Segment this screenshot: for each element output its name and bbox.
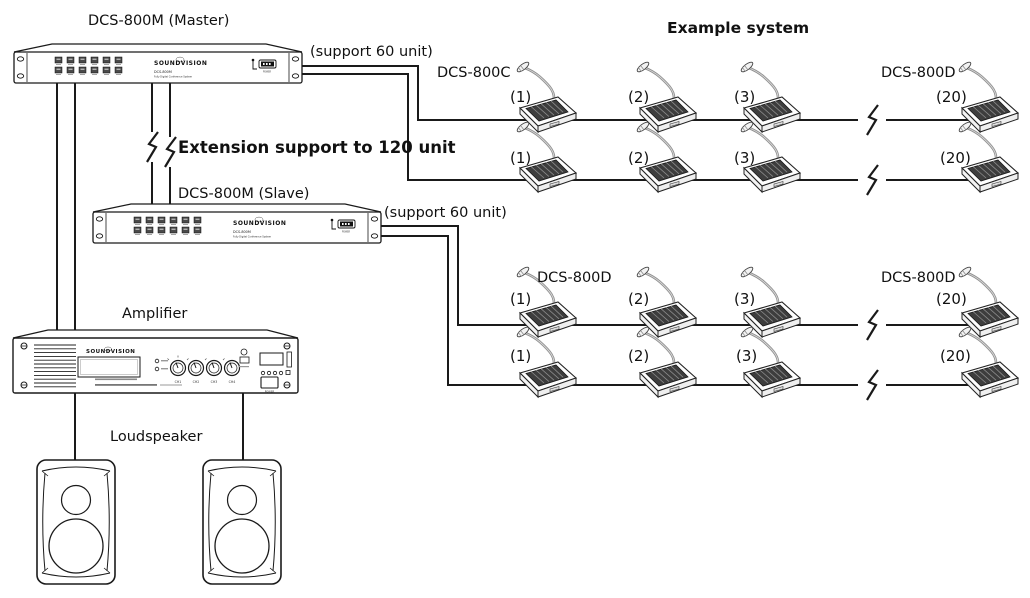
mic-label: (20)	[936, 88, 967, 106]
loudspeaker-right	[202, 459, 282, 585]
mic-label: (1)	[510, 347, 532, 365]
cable-break-icon	[145, 130, 160, 164]
diagram-title: Example system	[667, 19, 810, 37]
mic-label: (2)	[628, 88, 650, 106]
wire-amplifier-to-speakers	[74, 393, 244, 461]
power-button	[260, 376, 279, 389]
mic-label: (2)	[628, 149, 650, 167]
amplifier-unit: SOUNDVISION CH1 CH2 CH3 CH4	[12, 329, 299, 394]
mic-label: (1)	[510, 149, 532, 167]
right-controls: POWER	[259, 351, 292, 394]
mic-label: (3)	[734, 149, 756, 167]
cable-break-icon	[163, 135, 178, 169]
brand-logo: SOUNDVISION	[86, 349, 135, 355]
wire-master-to-row2	[302, 73, 858, 181]
knob-label-ch1: CH1	[175, 380, 182, 384]
label-slave: DCS-800M (Slave)	[178, 186, 310, 202]
label-support-top: (support 60 unit)	[310, 44, 433, 60]
label-dcs800d-bottom-right: DCS-800D	[881, 270, 956, 286]
label-dcs800d-bottom-left: DCS-800D	[537, 270, 612, 286]
aux-connector	[239, 348, 250, 368]
label-loudspeaker: Loudspeaker	[110, 429, 203, 445]
label-dcs800c: DCS-800C	[437, 65, 511, 81]
cables	[56, 65, 1012, 461]
label-dcs800d-top-right: DCS-800D	[881, 65, 956, 81]
mic-label: (20)	[940, 347, 971, 365]
label-amplifier: Amplifier	[122, 306, 188, 322]
loudspeaker-left	[36, 459, 116, 585]
slave-unit	[93, 204, 381, 243]
cable-break-icon	[865, 103, 880, 137]
mic-label: (20)	[940, 149, 971, 167]
mic-label: (1)	[510, 290, 532, 308]
label-extension: Extension support to 120 unit	[178, 138, 456, 157]
mic-label: (3)	[734, 88, 756, 106]
mic-label: (3)	[736, 347, 758, 365]
knob-label-ch4: CH4	[229, 380, 236, 384]
channel-knobs: CH1 CH2 CH3 CH4	[167, 355, 241, 384]
mic-label: (2)	[628, 347, 650, 365]
mic-label: (1)	[510, 88, 532, 106]
mic-label: (20)	[936, 290, 967, 308]
wire-master-to-amplifier	[56, 83, 76, 330]
cable-break-icon	[865, 163, 880, 197]
master-unit	[14, 44, 302, 83]
label-support-mid: (support 60 unit)	[384, 205, 507, 221]
mic-label: (3)	[734, 290, 756, 308]
mic-label: (2)	[628, 290, 650, 308]
knob-label-ch3: CH3	[211, 380, 218, 384]
lcd-display	[77, 356, 141, 378]
wire-master-to-row1	[302, 65, 858, 121]
corner-screws	[20, 342, 291, 389]
vent-grille	[34, 344, 76, 388]
status-leds	[154, 358, 168, 372]
cable-break-icon	[865, 308, 880, 342]
cable-break-icon	[865, 368, 880, 402]
label-master: DCS-800M (Master)	[88, 13, 230, 29]
knob-label-ch2: CH2	[193, 380, 200, 384]
power-label: POWER	[265, 390, 275, 394]
